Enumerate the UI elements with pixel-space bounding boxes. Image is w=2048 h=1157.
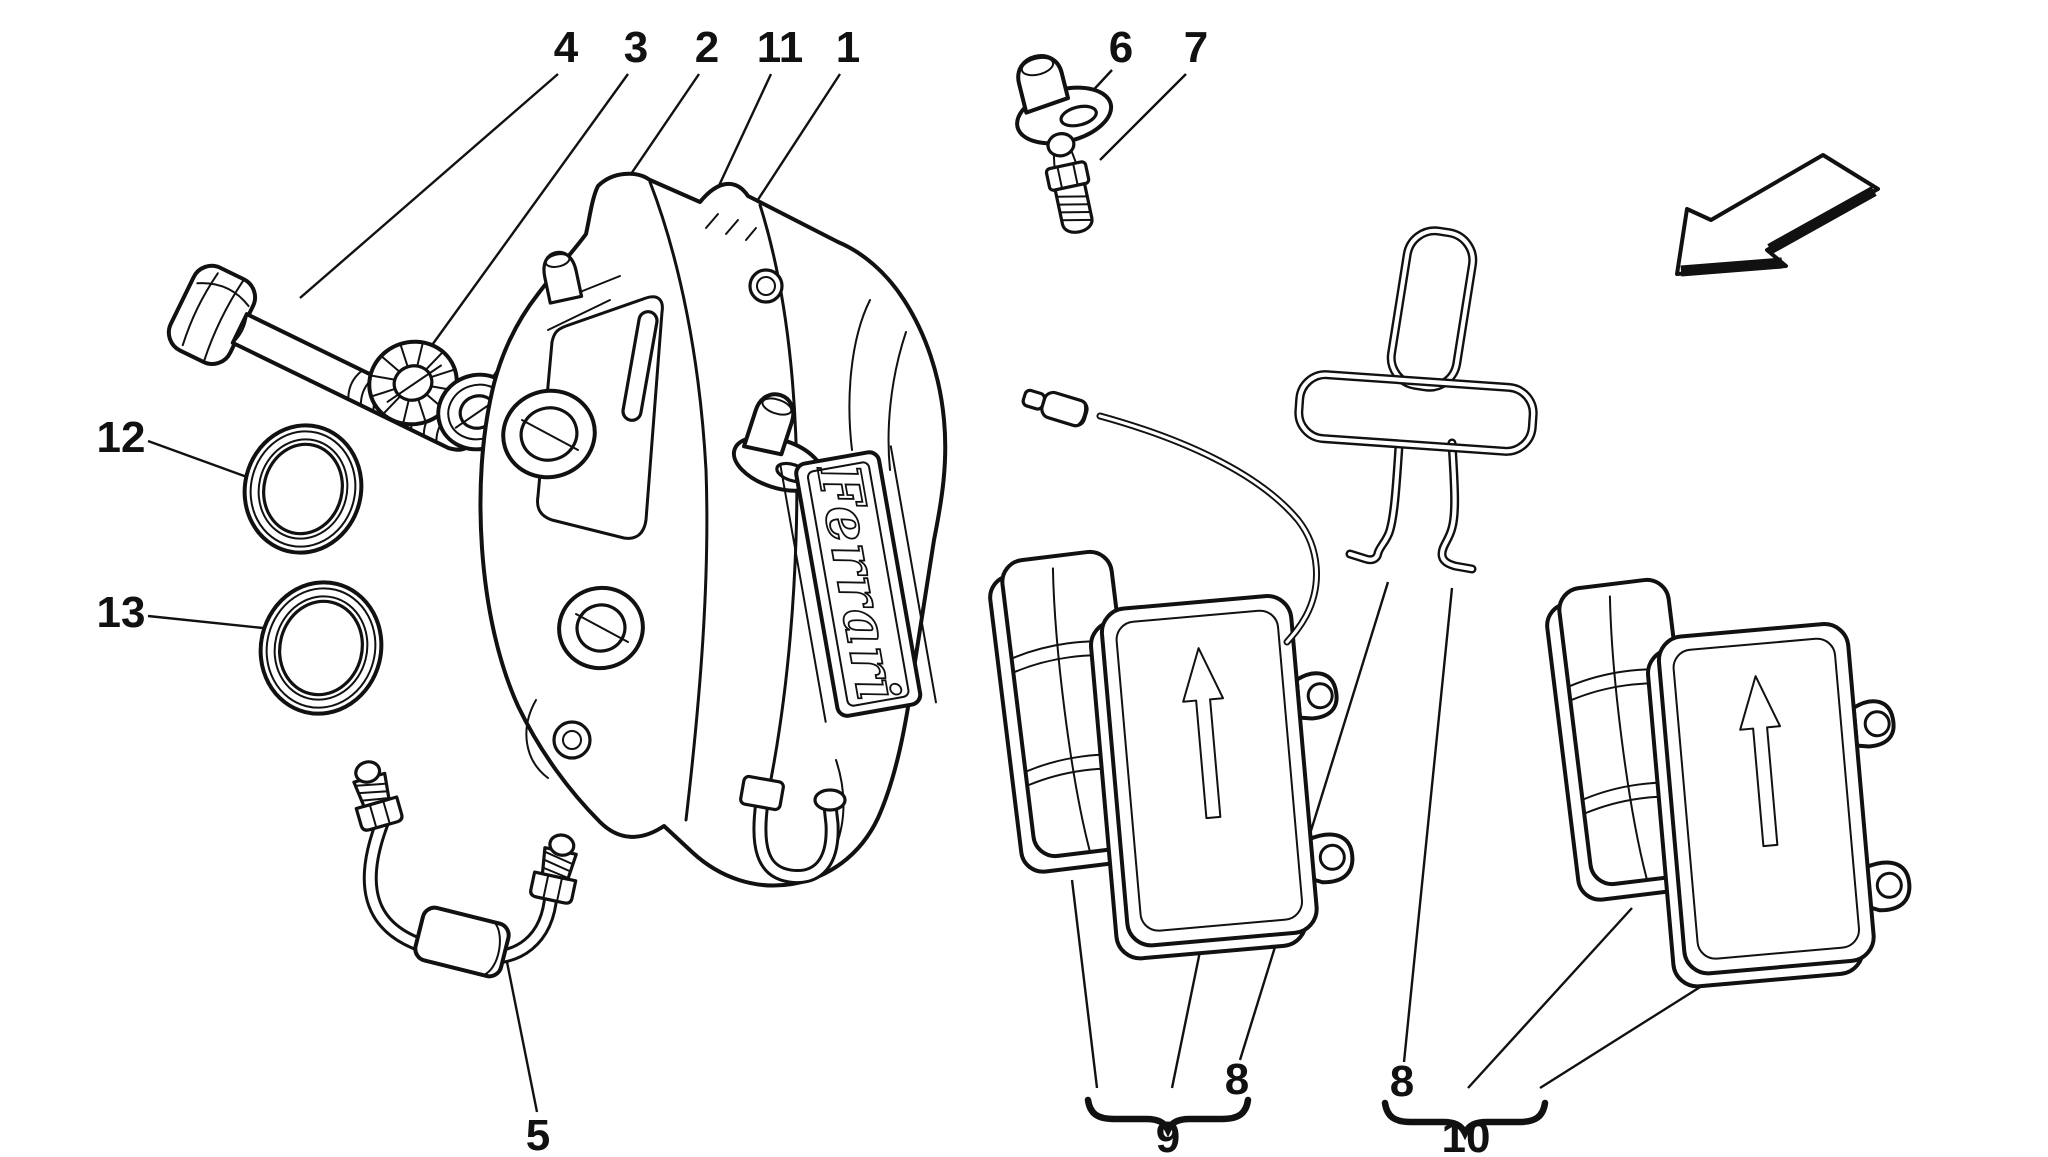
callout-5: 5	[526, 1111, 550, 1157]
dust-seal	[258, 580, 384, 716]
brace-pad-set-9	[1084, 1096, 1252, 1138]
callout-2: 2	[695, 23, 719, 72]
callout-10: 10	[1442, 1113, 1491, 1157]
callout-8-left: 8	[1225, 1055, 1249, 1104]
brake-hose	[343, 755, 587, 979]
piston-seal	[242, 423, 364, 555]
crossover-pipe	[739, 774, 847, 885]
callout-12: 12	[97, 413, 146, 462]
caliper-boss	[542, 250, 584, 305]
callout-13: 13	[97, 588, 146, 637]
callout-9: 9	[1156, 1113, 1180, 1157]
callout-4: 4	[554, 23, 579, 72]
callout-7: 7	[1184, 23, 1208, 72]
leader-lines	[147, 69, 1763, 1113]
callout-8-right: 8	[1390, 1057, 1414, 1106]
pad-set	[1540, 575, 1919, 991]
callout-11: 11	[757, 23, 804, 72]
wear-sensor-wire	[1021, 388, 1320, 646]
pad-set-with-sensor	[983, 547, 1362, 963]
callout-1: 1	[836, 23, 860, 72]
brace-pad-set-10	[1381, 1099, 1549, 1141]
pad-pin	[621, 310, 659, 422]
lock-washer	[367, 339, 459, 427]
callout-3: 3	[624, 23, 648, 72]
pad-retaining-spring	[1294, 226, 1538, 574]
callout-labels: 4 3 2 11 1 6 7 12 13 5 8 8 9 10	[97, 23, 1491, 1157]
direction-arrow-icon	[1675, 153, 1880, 277]
bleed-screw-cap	[1015, 54, 1114, 146]
callout-6: 6	[1109, 23, 1133, 72]
bleed-screw	[1044, 132, 1094, 234]
brake-caliper: Ferrari	[478, 171, 948, 888]
